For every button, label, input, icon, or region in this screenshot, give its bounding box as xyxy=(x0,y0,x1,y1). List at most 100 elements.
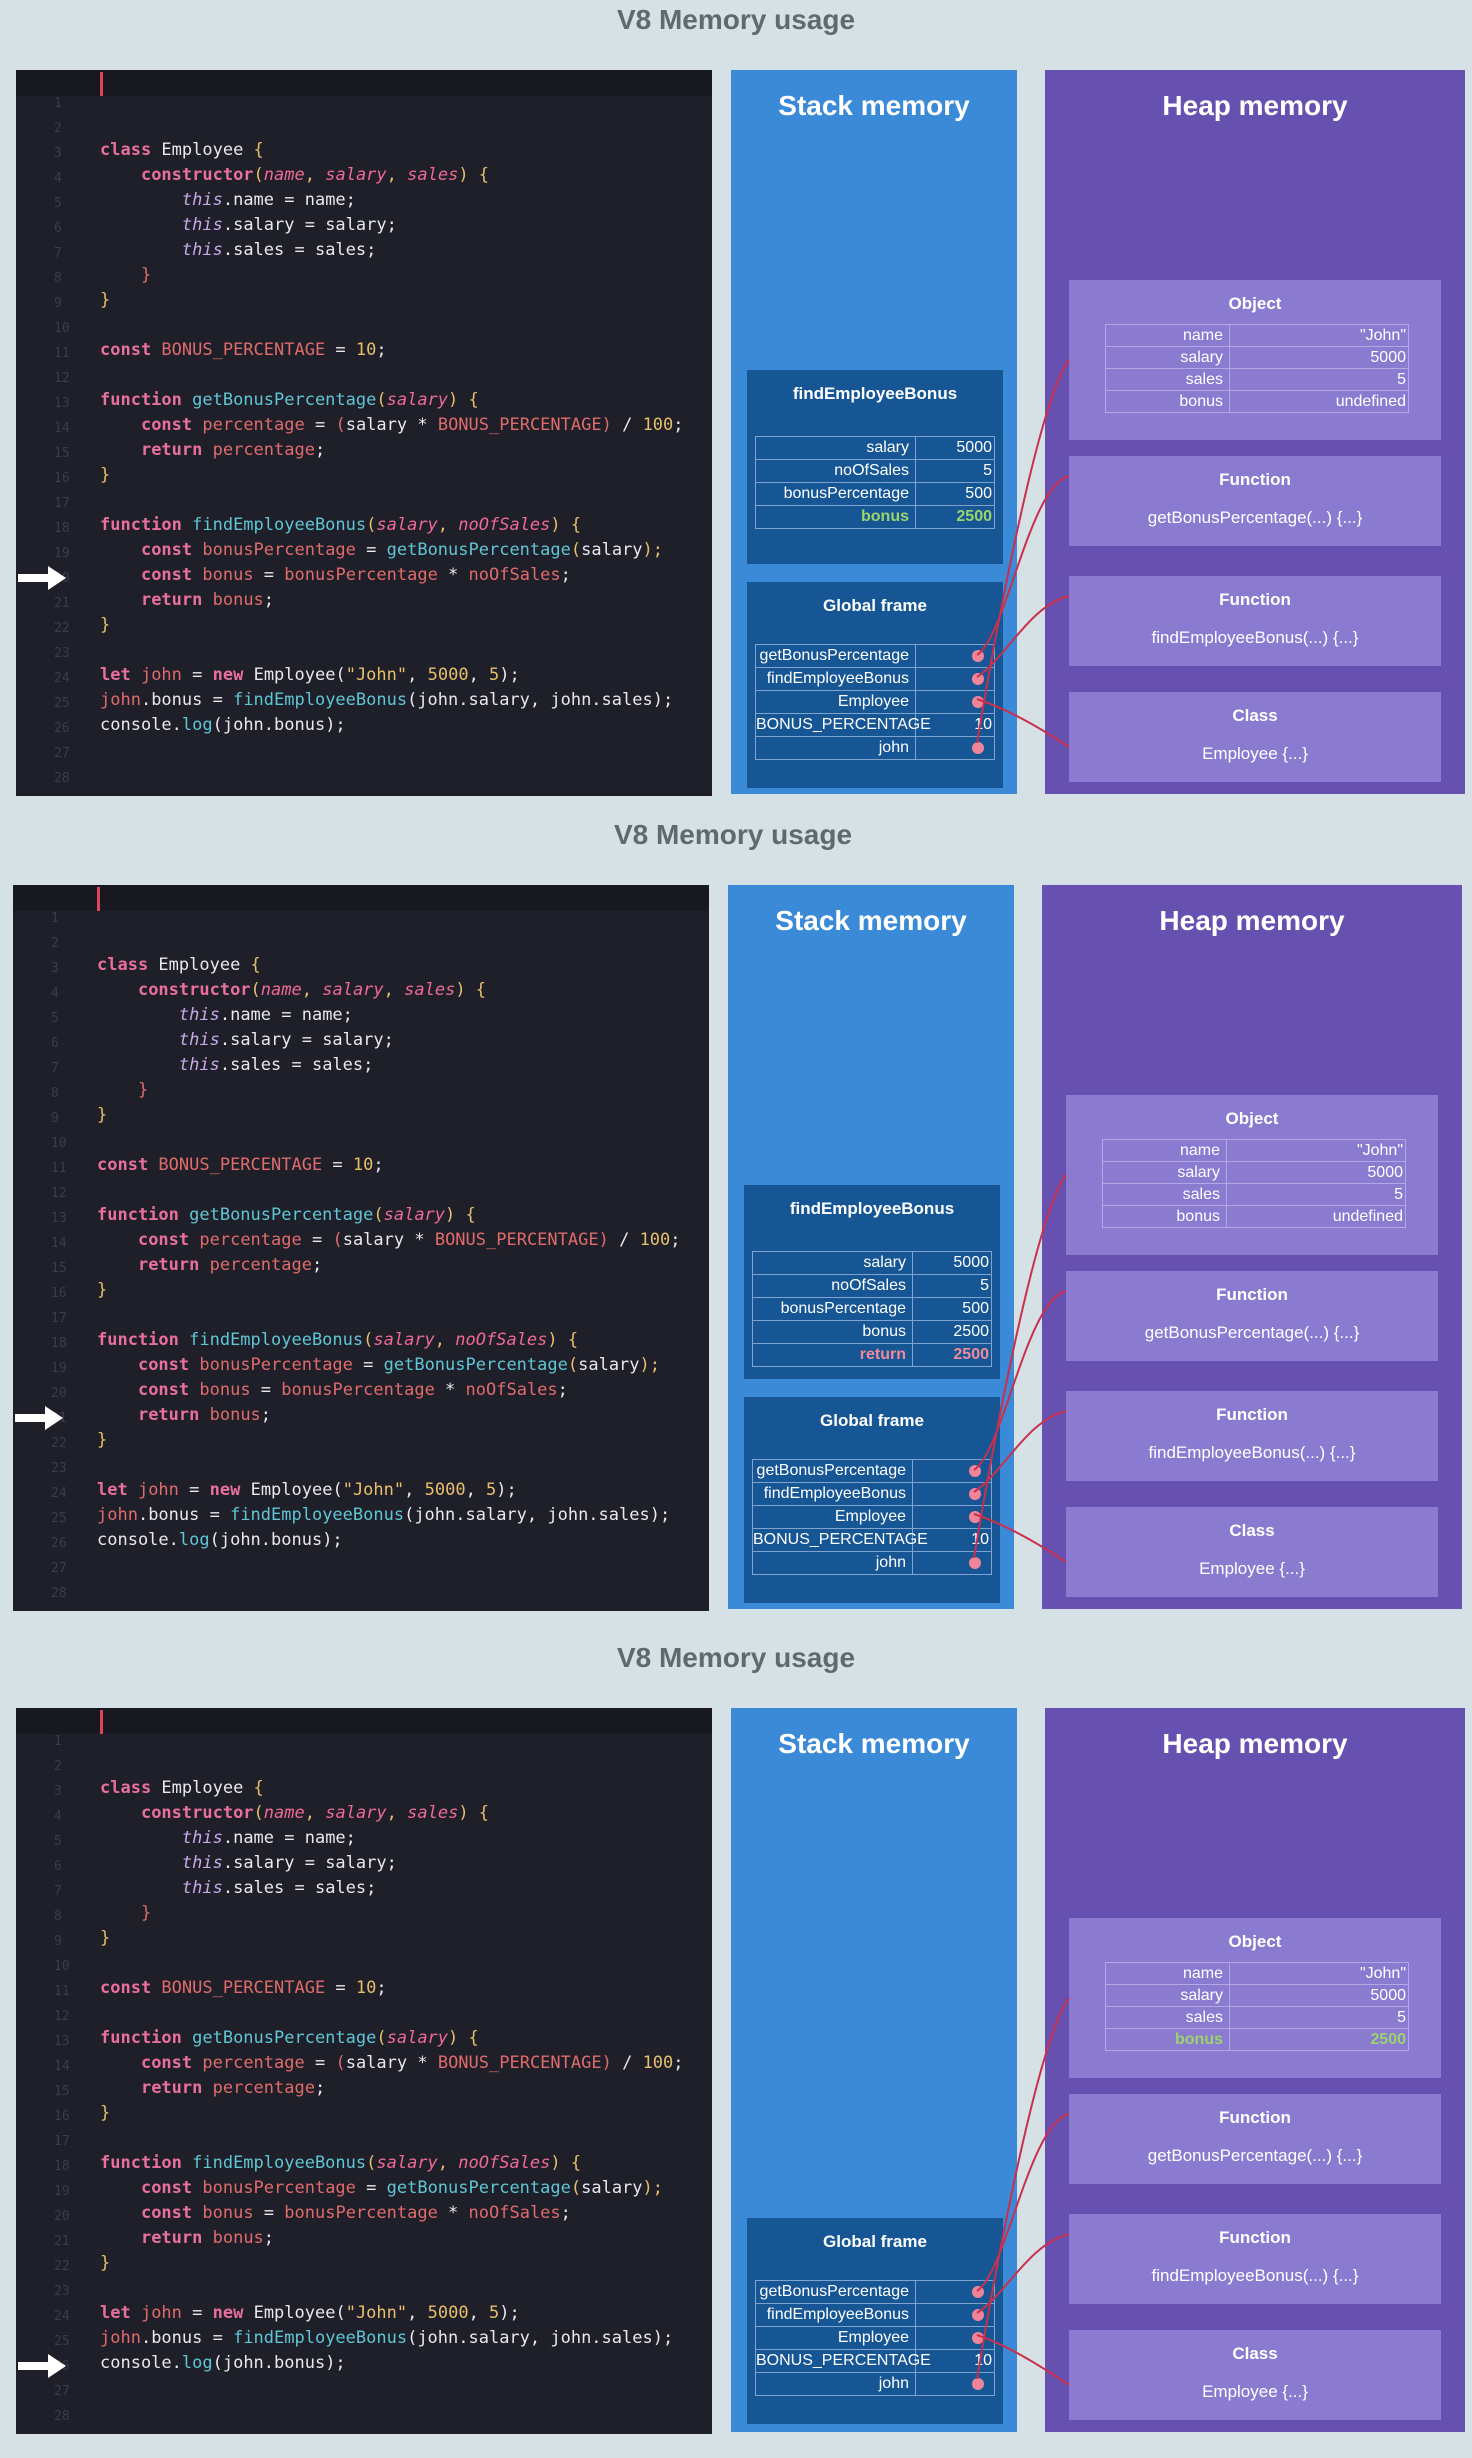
code-token: constructor xyxy=(140,165,254,185)
code-token: Employee( xyxy=(243,2303,346,2323)
code-token xyxy=(97,1380,138,1400)
code-token: = xyxy=(355,2178,387,2198)
code-token: this xyxy=(178,1030,220,1050)
stack-row-value: 5000 xyxy=(953,1254,989,1271)
code-token: , xyxy=(301,980,323,1000)
object-field-label: bonus xyxy=(1106,391,1230,412)
code-token: .salary = salary; xyxy=(222,1853,397,1873)
code-token: * xyxy=(434,1380,466,1400)
code-token: } xyxy=(100,2103,111,2123)
line-number: 18 xyxy=(54,2159,70,2174)
code-line: const bonus = bonusPercentage * noOfSale… xyxy=(100,565,571,590)
code-line: } xyxy=(100,290,110,315)
code-token: ; xyxy=(557,1380,568,1400)
line-number: 26 xyxy=(54,721,70,736)
global-row: findEmployeeBonus xyxy=(755,2304,995,2327)
code-token: Employee( xyxy=(240,1480,343,1500)
code-token: findEmployeeBonus xyxy=(233,2328,408,2348)
code-line: } xyxy=(97,1105,107,1130)
line-number: 8 xyxy=(54,271,62,286)
code-line: } xyxy=(97,1280,107,1305)
line-number: 3 xyxy=(51,961,59,976)
code-token: ; xyxy=(263,590,275,610)
code-token xyxy=(100,2203,141,2223)
code-line: this.sales = sales; xyxy=(100,240,376,265)
code-token: } xyxy=(97,1105,108,1125)
code-token: salary xyxy=(581,2178,643,2198)
code-token xyxy=(100,1853,182,1873)
code-token: name xyxy=(260,980,302,1000)
code-token: noOfSales xyxy=(465,1380,558,1400)
code-token: = xyxy=(304,415,336,435)
global-row-label: john xyxy=(756,737,916,759)
code-token: bonusPercentage xyxy=(284,2203,438,2223)
code-token: const xyxy=(140,2178,193,2198)
line-number: 27 xyxy=(51,1561,67,1576)
line-number: 12 xyxy=(54,2009,70,2024)
code-token: ( xyxy=(366,515,377,535)
code-token: return xyxy=(140,440,203,460)
code-line: const bonusPercentage = getBonusPercenta… xyxy=(100,2178,663,2203)
code-token: , xyxy=(404,1480,425,1500)
global-row: Employee xyxy=(755,2327,995,2350)
line-number: 9 xyxy=(54,296,62,311)
code-line: return percentage; xyxy=(100,440,325,465)
line-number: 9 xyxy=(51,1111,59,1126)
code-token: { xyxy=(253,140,264,160)
code-line: let john = new Employee("John", 5000, 5)… xyxy=(97,1480,517,1505)
code-token: } xyxy=(100,290,111,310)
code-token: const xyxy=(140,415,193,435)
line-number: 18 xyxy=(54,521,70,536)
code-token: , xyxy=(437,2153,459,2173)
object-field-label: salary xyxy=(1106,1985,1230,2006)
code-token xyxy=(97,1355,138,1375)
stack-row-label: noOfSales xyxy=(753,1275,913,1297)
code-token: ( xyxy=(363,1330,374,1350)
object-field-label: salary xyxy=(1103,1162,1227,1183)
code-token: , xyxy=(304,1803,326,1823)
code-line: const bonusPercentage = getBonusPercenta… xyxy=(100,540,663,565)
code-token: ( xyxy=(373,1205,384,1225)
code-token: ( xyxy=(376,2028,387,2048)
code-token xyxy=(100,2228,141,2248)
pointer-dot-icon xyxy=(972,742,984,754)
code-token xyxy=(97,1230,138,1250)
code-line: return percentage; xyxy=(97,1255,322,1280)
code-line: } xyxy=(100,1928,110,1953)
object-field-label: sales xyxy=(1106,2007,1230,2028)
object-field-value: "John" xyxy=(1359,1965,1406,1982)
code-token: noOfSales xyxy=(468,565,561,585)
code-token: ( xyxy=(253,1803,264,1823)
code-token: salary * xyxy=(345,2053,438,2073)
editor-top-bar xyxy=(16,1708,712,1734)
code-token: ); xyxy=(499,665,520,685)
code-token: .bonus = xyxy=(140,690,234,710)
code-line: } xyxy=(97,1430,107,1455)
global-row-label: Employee xyxy=(756,691,916,713)
code-line: john.bonus = findEmployeeBonus(john.sala… xyxy=(97,1505,670,1530)
code-token: bonus xyxy=(202,2228,264,2248)
line-number: 6 xyxy=(54,221,62,236)
line-number: 28 xyxy=(54,771,70,786)
code-token: ) { xyxy=(550,515,582,535)
code-token: this xyxy=(181,1878,223,1898)
global-row-value xyxy=(913,1483,993,1505)
code-token: ( xyxy=(335,415,346,435)
code-line: const bonus = bonusPercentage * noOfSale… xyxy=(100,2203,571,2228)
code-token: .sales = sales; xyxy=(222,1878,377,1898)
stack-row-label: noOfSales xyxy=(756,460,916,482)
code-token: salary * xyxy=(345,415,438,435)
code-line: this.name = name; xyxy=(100,1828,356,1853)
line-number: 14 xyxy=(51,1236,67,1251)
line-number: 21 xyxy=(54,596,70,611)
